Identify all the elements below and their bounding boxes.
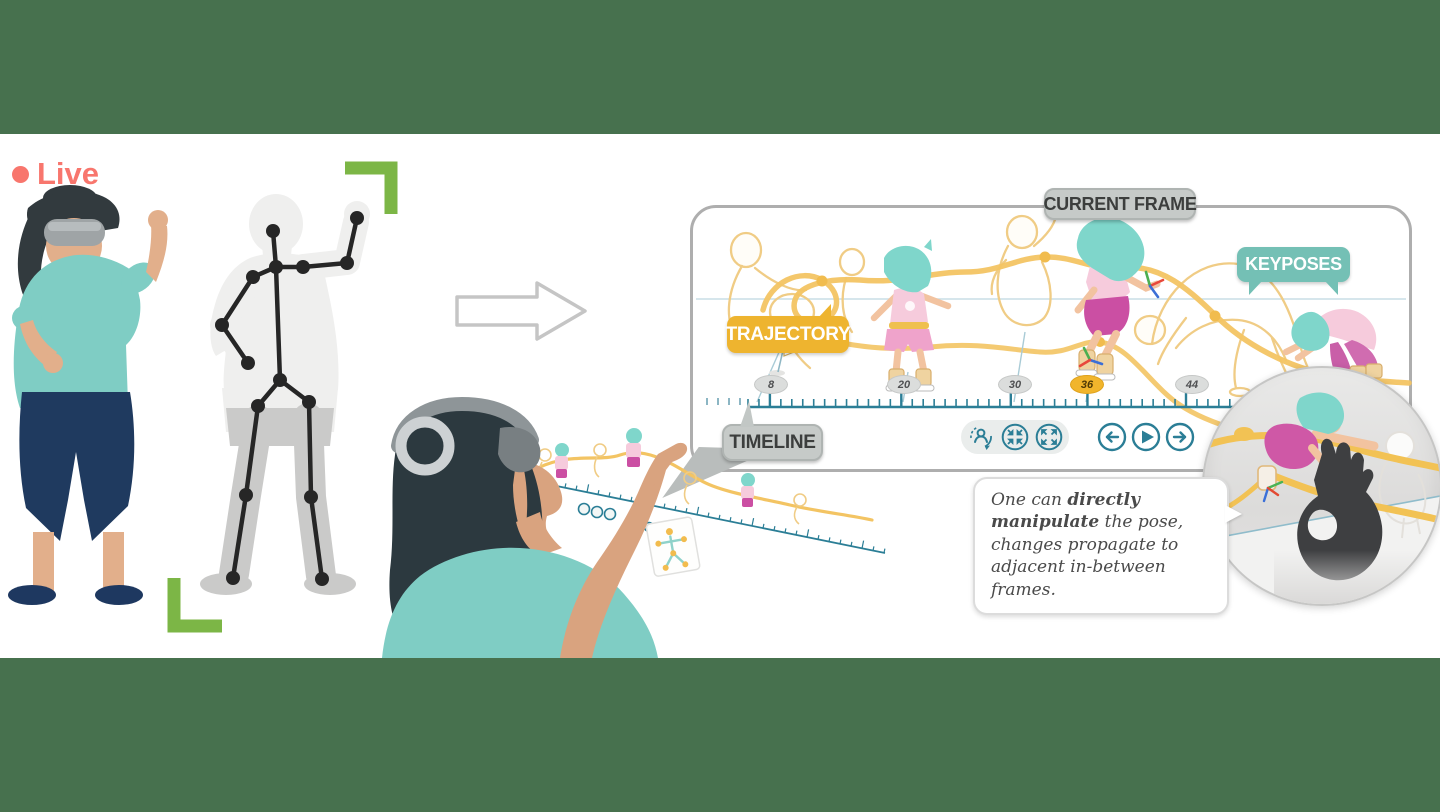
zoom-collapse-button[interactable] [999, 421, 1031, 453]
live-label: Live [37, 156, 100, 191]
play-button[interactable] [1130, 421, 1162, 453]
keyposes-label: KEYPOSES [1237, 247, 1350, 295]
magnified-character [1257, 392, 1379, 503]
view-tools-group [961, 420, 1069, 454]
pinch-hand-icon [1297, 438, 1383, 581]
arrows-inward-icon [1001, 423, 1029, 451]
record-dot-icon [12, 165, 29, 183]
trajectory-label: TRAJECTORY [726, 304, 851, 353]
next-frame-button[interactable] [1164, 421, 1196, 453]
timeline-label: TIMELINE [722, 401, 823, 461]
frame-badge-30[interactable]: 30 [998, 375, 1032, 394]
avatar-reset-button[interactable] [965, 421, 997, 453]
magnifier-detail-view [1202, 366, 1440, 606]
frame-badge-44[interactable]: 44 [1175, 375, 1209, 394]
callout-text: One can directly manipulate the pose, ch… [991, 490, 1184, 600]
callout-box: One can directly manipulate the pose, ch… [973, 477, 1229, 616]
magnified-ghost-figure [1378, 431, 1427, 539]
arrow-left-circle-icon [1097, 422, 1127, 452]
zoom-expand-button[interactable] [1033, 421, 1065, 453]
previous-frame-button[interactable] [1096, 421, 1128, 453]
arrow-right-circle-icon [1165, 422, 1195, 452]
playback-controls-group [1096, 420, 1196, 454]
frame-badge-36[interactable]: 36 [1070, 375, 1104, 394]
magnifier-content [1204, 392, 1440, 604]
live-indicator: Live [12, 156, 99, 192]
person-rotate-icon [970, 426, 992, 450]
current-frame-label: CURRENT FRAME [1043, 188, 1197, 220]
arrows-outward-icon [1035, 423, 1063, 451]
frame-badge-8[interactable]: 8 [754, 375, 788, 394]
frame-badge-20[interactable]: 20 [887, 375, 921, 394]
play-circle-icon [1131, 422, 1161, 452]
